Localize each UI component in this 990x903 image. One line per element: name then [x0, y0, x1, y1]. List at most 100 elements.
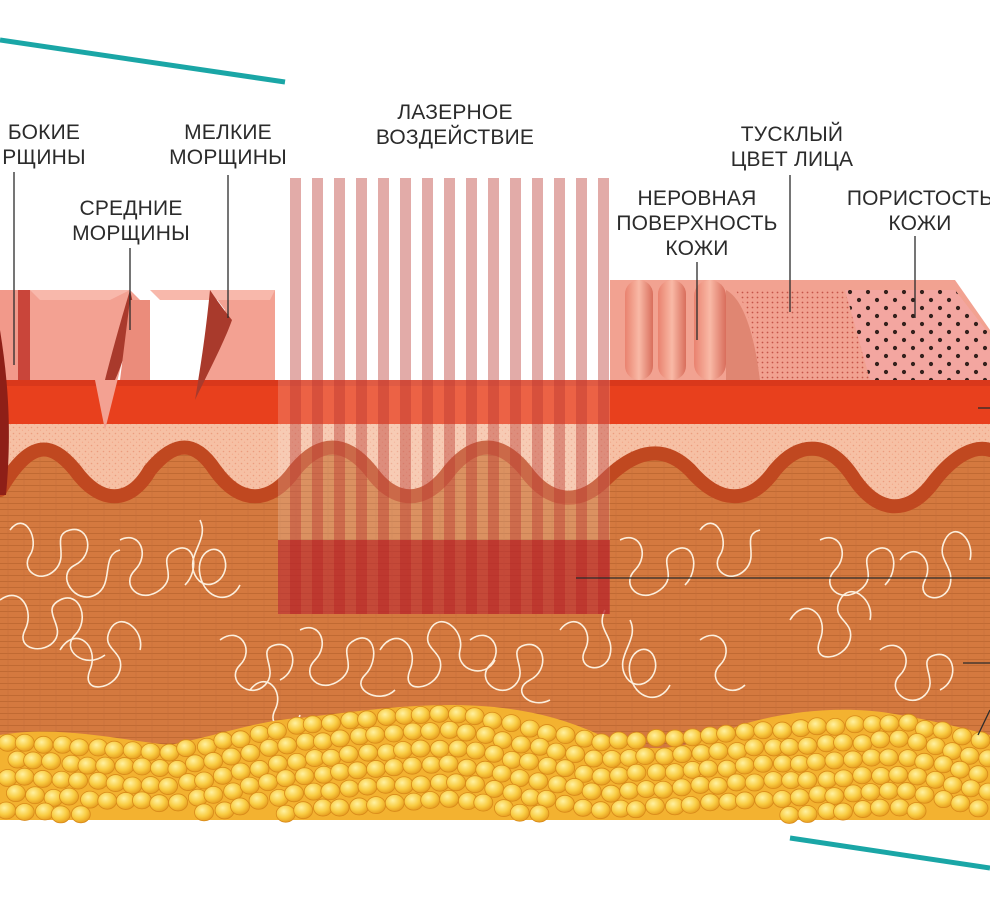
fat-cell: [313, 765, 334, 784]
fat-cell: [528, 772, 549, 791]
fat-cell: [852, 800, 873, 818]
teal-accent-bottom: [789, 835, 990, 871]
fat-cell: [465, 775, 485, 794]
fat-cell: [501, 714, 522, 733]
teal-accent-top: [0, 37, 286, 85]
fat-cell: [14, 733, 35, 752]
fat-cell: [950, 794, 971, 813]
fat-cell: [484, 744, 505, 763]
laser-beam: [334, 178, 345, 614]
fat-cell: [591, 733, 612, 752]
fat-cell: [554, 794, 575, 813]
fat-cell: [194, 771, 214, 790]
fat-cell: [824, 751, 845, 770]
fat-cell: [509, 803, 530, 822]
skin-surface-right: [610, 280, 990, 380]
fat-cell: [132, 757, 152, 776]
fat-cell: [223, 782, 244, 801]
fat-cell: [347, 761, 368, 780]
fat-cell: [357, 710, 377, 729]
fat-cell: [609, 766, 630, 785]
fat-cell: [626, 731, 647, 750]
fat-cell: [303, 782, 324, 801]
fat-cell: [122, 741, 143, 760]
fat-cell: [753, 754, 773, 773]
fat-cell: [734, 756, 755, 775]
fat-cell: [753, 721, 774, 740]
fat-cell: [547, 775, 568, 794]
fat-cell: [338, 745, 359, 763]
fat-cell: [294, 767, 315, 786]
fat-cell: [734, 791, 755, 810]
fat-cell: [277, 736, 298, 755]
fat-cell: [852, 766, 873, 785]
fat-cell: [898, 749, 918, 767]
fat-cell: [51, 770, 72, 789]
fat-cell: [70, 805, 91, 824]
pointer-lines: [13, 172, 990, 736]
fat-cell: [970, 731, 990, 750]
fat-cell: [384, 758, 404, 777]
fat-cell: [23, 751, 44, 770]
fat-cell: [32, 770, 53, 788]
laser-beam: [532, 178, 543, 614]
fat-cell: [149, 794, 170, 813]
fat-cell: [573, 798, 593, 817]
fat-cell: [402, 722, 423, 741]
fat-cell: [797, 771, 818, 790]
fat-cell: [105, 774, 126, 792]
fat-cell: [149, 759, 170, 777]
fat-cell: [574, 729, 595, 748]
fat-cell: [536, 789, 557, 808]
laser-beam: [290, 178, 301, 614]
fat-cell: [50, 805, 71, 824]
fat-cell: [464, 707, 485, 726]
fat-cell: [295, 732, 316, 751]
fat-cell: [519, 752, 539, 771]
fat-cell: [411, 775, 431, 794]
fat-cells-layer: [0, 704, 990, 824]
fat-cell: [358, 743, 379, 762]
fat-cell: [429, 704, 450, 723]
fat-cell: [583, 749, 604, 768]
fat-cell: [590, 801, 611, 820]
fat-cell: [671, 778, 692, 797]
fat-cell: [565, 745, 586, 763]
fat-cell: [626, 800, 646, 819]
fat-cell: [14, 767, 35, 786]
fat-cell: [626, 763, 647, 782]
fat-cell: [763, 771, 784, 790]
fat-cell: [80, 790, 100, 809]
fat-cell: [230, 797, 250, 816]
fat-cell: [797, 736, 818, 755]
fat-cell: [375, 775, 396, 794]
fat-cell: [221, 747, 242, 766]
fat-cell: [176, 739, 197, 758]
fat-cell: [339, 779, 360, 798]
fat-cell: [825, 717, 846, 736]
fat-cell: [88, 771, 109, 790]
fat-cell: [491, 764, 512, 783]
fat-cell: [735, 722, 755, 741]
laser-beam: [576, 178, 587, 614]
fat-cell: [833, 733, 853, 752]
fat-cell: [691, 744, 712, 763]
fat-cell: [185, 754, 205, 773]
fat-cell: [861, 748, 882, 767]
fat-cell: [888, 765, 909, 784]
fat-cell: [806, 752, 827, 771]
collagen-fibers: [0, 519, 972, 729]
fat-cell: [393, 741, 413, 759]
fat-cell: [672, 745, 693, 764]
fat-cell: [879, 714, 900, 733]
fat-cell: [773, 754, 793, 773]
fat-cell: [843, 750, 863, 769]
fat-cell: [69, 738, 90, 757]
laser-beam: [356, 178, 367, 614]
fat-cell: [439, 720, 460, 739]
